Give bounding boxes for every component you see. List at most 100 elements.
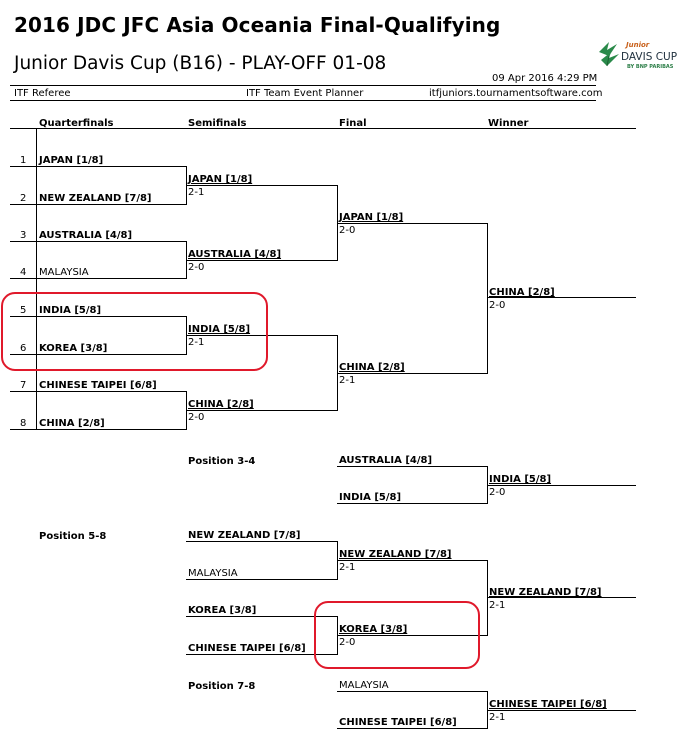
draw-line xyxy=(487,297,636,298)
draw-line xyxy=(186,335,337,336)
section-position-7-8: Position 7-8 xyxy=(188,681,256,692)
playoff-team: INDIA [5/8] xyxy=(339,492,402,503)
winner-team: CHINA [2/8] xyxy=(489,287,555,298)
draw-line xyxy=(337,691,487,692)
match-score: 2-0 xyxy=(489,300,506,311)
draw-line xyxy=(337,503,487,504)
draw-line xyxy=(10,204,186,205)
column-semifinals: Semifinals xyxy=(188,118,247,129)
draw-line xyxy=(10,429,186,430)
draw-team: INDIA [5/8] xyxy=(39,305,102,316)
page-subtitle: Junior Davis Cup (B16) - PLAY-OFF 01-08 xyxy=(14,53,387,74)
draw-line xyxy=(186,579,337,580)
column-quarterfinals: Quarterfinals xyxy=(39,118,114,129)
column-final: Final xyxy=(339,118,367,129)
playoff-team: MALAYSIA xyxy=(339,680,389,691)
semifinal-team: AUSTRALIA [4/8] xyxy=(188,249,282,260)
draw-line xyxy=(186,260,337,261)
match-score: 2-1 xyxy=(339,375,356,386)
draw-line xyxy=(10,354,186,355)
draw-line xyxy=(10,166,186,167)
section-position-3-4: Position 3-4 xyxy=(188,456,256,467)
playoff-team: AUSTRALIA [4/8] xyxy=(339,455,433,466)
draw-line xyxy=(337,728,487,729)
timestamp: 09 Apr 2016 4:29 PM xyxy=(492,73,598,84)
section-position-5-8: Position 5-8 xyxy=(39,531,107,542)
header-top-rule xyxy=(10,85,596,86)
header-website[interactable]: itfjuniors.tournamentsoftware.com xyxy=(429,88,603,99)
playoff-winner: CHINESE TAIPEI [6/8] xyxy=(489,699,607,710)
draw-line xyxy=(487,597,636,598)
draw-team: KOREA [3/8] xyxy=(39,343,108,354)
draw-line xyxy=(337,560,487,561)
playoff-winner: NEW ZEALAND [7/8] xyxy=(489,587,602,598)
header-planner: ITF Team Event Planner xyxy=(246,88,364,99)
match-score: 2-0 xyxy=(188,412,205,423)
match-score: 2-1 xyxy=(188,337,205,348)
semifinal-team: CHINA [2/8] xyxy=(188,399,254,410)
playoff-team: KOREA [3/8] xyxy=(188,605,257,616)
seed-number: 1 xyxy=(20,155,27,166)
playoff-team: NEW ZEALAND [7/8] xyxy=(339,549,452,560)
playoff-winner: INDIA [5/8] xyxy=(489,474,552,485)
seed-number: 8 xyxy=(20,418,27,429)
draw-team: NEW ZEALAND [7/8] xyxy=(39,193,152,204)
playoff-team: CHINESE TAIPEI [6/8] xyxy=(188,643,306,654)
match-score: 2-1 xyxy=(188,187,205,198)
draw-line xyxy=(337,635,487,636)
draw-line xyxy=(186,185,337,186)
draw-team: CHINA [2/8] xyxy=(39,418,105,429)
seed-column-rule xyxy=(36,128,37,430)
draw-line xyxy=(186,410,337,411)
draw-line xyxy=(487,485,636,486)
logo-sponsor-text: BY BNP PARIBAS xyxy=(627,64,674,70)
seed-number: 5 xyxy=(20,305,27,316)
seed-number: 6 xyxy=(20,343,27,354)
draw-team: MALAYSIA xyxy=(39,267,89,278)
draw-line xyxy=(186,616,337,617)
column-header-rule xyxy=(10,128,636,129)
draw-line xyxy=(337,466,487,467)
bracket-connector xyxy=(487,560,488,636)
seed-number: 3 xyxy=(20,230,27,241)
semifinal-team: INDIA [5/8] xyxy=(188,324,251,335)
seed-number: 2 xyxy=(20,193,27,204)
header-referee: ITF Referee xyxy=(14,88,71,99)
logo-brand-text: Junior xyxy=(626,41,650,49)
draw-line xyxy=(10,316,186,317)
draw-line xyxy=(186,541,337,542)
draw-line xyxy=(186,654,337,655)
header-bottom-rule xyxy=(10,100,596,101)
playoff-team: CHINESE TAIPEI [6/8] xyxy=(339,717,457,728)
match-score: 2-0 xyxy=(489,487,506,498)
match-score: 2-0 xyxy=(339,637,356,648)
match-score: 2-1 xyxy=(489,712,506,723)
draw-line xyxy=(337,223,487,224)
match-score: 2-1 xyxy=(489,600,506,611)
logo-name-text: DAVIS CUP xyxy=(621,51,678,63)
final-team: CHINA [2/8] xyxy=(339,362,405,373)
playoff-team: KOREA [3/8] xyxy=(339,624,408,635)
draw-line xyxy=(10,278,186,279)
draw-line xyxy=(487,710,636,711)
davis-cup-logo: Junior DAVIS CUP BY BNP PARIBAS xyxy=(594,37,686,73)
match-score: 2-1 xyxy=(339,562,356,573)
match-score: 2-0 xyxy=(339,225,356,236)
draw-line xyxy=(10,391,186,392)
bracket-connector xyxy=(487,223,488,374)
seed-number: 4 xyxy=(20,267,27,278)
draw-line xyxy=(10,241,186,242)
highlight-box-korea-result xyxy=(314,601,480,669)
davis-cup-mark-icon xyxy=(599,42,619,67)
final-team: JAPAN [1/8] xyxy=(339,212,404,223)
draw-team: CHINESE TAIPEI [6/8] xyxy=(39,380,157,391)
playoff-team: MALAYSIA xyxy=(188,568,238,579)
semifinal-team: JAPAN [1/8] xyxy=(188,174,253,185)
match-score: 2-0 xyxy=(188,262,205,273)
draw-team: AUSTRALIA [4/8] xyxy=(39,230,133,241)
draw-line xyxy=(337,373,487,374)
page-title: 2016 JDC JFC Asia Oceania Final-Qualifyi… xyxy=(14,13,501,37)
seed-number: 7 xyxy=(20,380,27,391)
column-winner: Winner xyxy=(488,118,529,129)
highlight-box-india-korea xyxy=(1,292,268,371)
